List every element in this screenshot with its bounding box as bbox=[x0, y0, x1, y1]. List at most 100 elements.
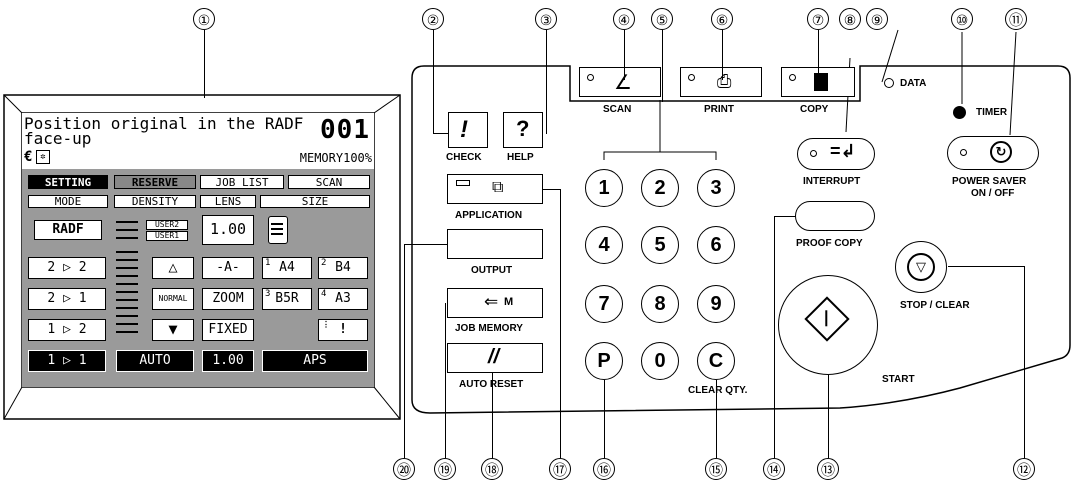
key-8[interactable]: 8 bbox=[641, 285, 679, 323]
lens-zoom[interactable]: ZOOM bbox=[202, 288, 254, 310]
density-normal-button[interactable]: NORMAL bbox=[152, 288, 194, 310]
density-user1[interactable]: USER1 bbox=[146, 231, 188, 241]
power-saver-led bbox=[960, 149, 967, 156]
settings-icon: ✲ bbox=[36, 150, 50, 164]
lens-value[interactable]: 1.00 bbox=[202, 215, 254, 245]
density-up-button[interactable]: △ bbox=[152, 257, 194, 279]
tab-job-list[interactable]: JOB LIST bbox=[200, 175, 284, 189]
scan-icon: ∠ bbox=[614, 72, 632, 94]
auto-reset-button[interactable]: // bbox=[447, 343, 543, 373]
manual-feed-icon: ⋮ bbox=[322, 320, 330, 329]
mode-radf[interactable]: RADF bbox=[34, 220, 102, 240]
size-manual-feed-button[interactable]: ⋮! bbox=[318, 319, 368, 341]
interrupt-icon: =↲ bbox=[830, 141, 856, 161]
lens-minus-a[interactable]: -A- bbox=[202, 257, 254, 279]
callout-18: ⑱ bbox=[481, 458, 503, 480]
lcd-message-line1: Position original in the RADF bbox=[24, 114, 304, 133]
tab-reserve[interactable]: RESERVE bbox=[114, 175, 196, 189]
density-scale bbox=[114, 213, 196, 345]
key-c[interactable]: C bbox=[697, 342, 735, 380]
callout-8: ⑧ bbox=[839, 8, 861, 30]
print-label: PRINT bbox=[704, 104, 734, 115]
callout-16: ⑯ bbox=[593, 458, 615, 480]
data-label: DATA bbox=[900, 78, 927, 89]
clear-qty-label: CLEAR QTY. bbox=[688, 385, 748, 396]
power-saver-button[interactable]: ↻ bbox=[947, 136, 1039, 170]
interrupt-button[interactable]: =↲ bbox=[797, 138, 875, 170]
key-6[interactable]: 6 bbox=[697, 226, 735, 264]
stop-clear-label: STOP / CLEAR bbox=[900, 300, 970, 311]
mode-1-to-2[interactable]: 1 ▷ 2 bbox=[28, 319, 106, 341]
auto-reset-icon: // bbox=[488, 346, 500, 368]
lcd-screen: Position original in the RADF face-up 00… bbox=[22, 113, 374, 387]
job-memory-label: JOB MEMORY bbox=[455, 323, 523, 334]
callout-10: ⑩ bbox=[951, 8, 973, 30]
callout-19: ⑲ bbox=[434, 458, 456, 480]
print-icon: ⎙ bbox=[717, 71, 732, 91]
callout-2: ② bbox=[422, 8, 444, 30]
stop-clear-button[interactable]: ▽ bbox=[895, 241, 947, 293]
application-label: APPLICATION bbox=[455, 210, 523, 221]
paper-stack-icon bbox=[268, 216, 288, 244]
density-user2[interactable]: USER2 bbox=[146, 220, 188, 230]
scan-led bbox=[587, 74, 594, 81]
start-button[interactable] bbox=[778, 275, 878, 375]
callout-20: ⑳ bbox=[393, 458, 415, 480]
mode-1-to-1[interactable]: 1 ▷ 1 bbox=[28, 350, 106, 372]
lcd-message-area: Position original in the RADF face-up 00… bbox=[22, 113, 374, 169]
callout-14: ⑭ bbox=[763, 458, 785, 480]
header-density: DENSITY bbox=[114, 195, 196, 208]
power-icon: ↻ bbox=[990, 141, 1012, 163]
scan-button[interactable]: ∠ bbox=[579, 67, 661, 97]
header-size: SIZE bbox=[260, 195, 370, 208]
mode-2-to-2[interactable]: 2 ▷ 2 bbox=[28, 257, 106, 279]
proof-copy-button[interactable] bbox=[795, 201, 875, 231]
tab-setting[interactable]: SETTING bbox=[28, 175, 108, 189]
callout-12: ⑫ bbox=[1013, 458, 1035, 480]
help-button[interactable]: ? bbox=[503, 112, 543, 148]
application-led bbox=[456, 180, 470, 186]
job-memory-button[interactable]: ⇐ M bbox=[447, 288, 543, 318]
timer-label: TIMER bbox=[976, 107, 1008, 118]
callout-15: ⑮ bbox=[705, 458, 727, 480]
key-7[interactable]: 7 bbox=[585, 285, 623, 323]
callout-13: ⑬ bbox=[817, 458, 839, 480]
power-on-off-label: ON / OFF bbox=[971, 188, 1015, 199]
key-3[interactable]: 3 bbox=[697, 169, 735, 207]
lens-fixed[interactable]: FIXED bbox=[202, 319, 254, 341]
header-mode: MODE bbox=[28, 195, 108, 208]
density-auto[interactable]: AUTO bbox=[116, 350, 194, 372]
help-icon: ? bbox=[516, 116, 530, 141]
check-button[interactable]: ! bbox=[448, 112, 488, 148]
copy-label: COPY bbox=[800, 104, 829, 115]
application-button[interactable]: ⧉ bbox=[447, 174, 543, 204]
mode-2-to-1[interactable]: 2 ▷ 1 bbox=[28, 288, 106, 310]
key-p[interactable]: P bbox=[585, 342, 623, 380]
callout-9: ⑨ bbox=[866, 8, 888, 30]
key-1[interactable]: 1 bbox=[585, 169, 623, 207]
scan-label: SCAN bbox=[603, 104, 632, 115]
interrupt-label: INTERRUPT bbox=[803, 176, 861, 187]
key-2[interactable]: 2 bbox=[641, 169, 679, 207]
lens-bottom-value[interactable]: 1.00 bbox=[202, 350, 254, 372]
lcd-message-line2: face-up bbox=[24, 129, 92, 148]
size-aps[interactable]: APS bbox=[262, 350, 368, 372]
callout-11: ⑪ bbox=[1005, 8, 1027, 30]
start-icon bbox=[804, 296, 850, 342]
key-0[interactable]: 0 bbox=[641, 342, 679, 380]
tab-scan[interactable]: SCAN bbox=[288, 175, 370, 189]
key-9[interactable]: 9 bbox=[697, 285, 735, 323]
print-button[interactable]: ⎙ bbox=[680, 67, 762, 97]
output-button[interactable] bbox=[447, 229, 543, 259]
application-icon: ⧉ bbox=[492, 179, 504, 196]
key-5[interactable]: 5 bbox=[641, 226, 679, 264]
density-down-button[interactable]: ▼ bbox=[152, 319, 194, 341]
header-lens: LENS bbox=[200, 195, 256, 208]
key-4[interactable]: 4 bbox=[585, 226, 623, 264]
copy-counter: 001 bbox=[320, 115, 370, 145]
